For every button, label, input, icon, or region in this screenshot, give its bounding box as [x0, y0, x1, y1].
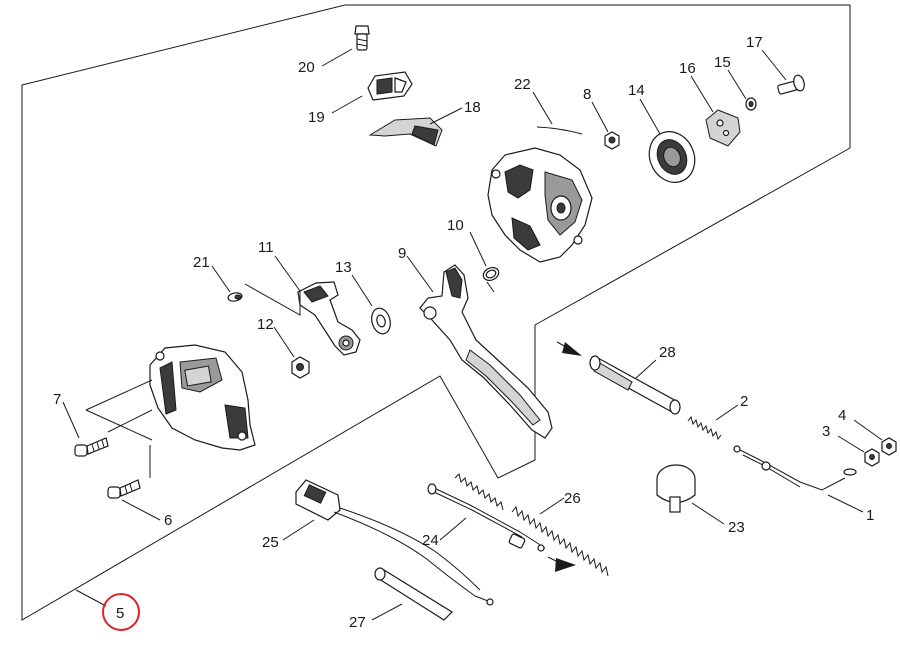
callout-22: 22	[514, 76, 531, 93]
part-upper-housing[interactable]	[487, 147, 593, 263]
part-plate-18[interactable]	[368, 117, 443, 147]
leader-27	[371, 603, 403, 621]
leader-8	[591, 101, 609, 133]
part-cable-1[interactable]	[733, 445, 857, 491]
part-lever-11[interactable]	[297, 281, 361, 356]
arrow-indicator-26	[547, 556, 576, 572]
callout-18: 18	[464, 99, 481, 116]
part-rod-27[interactable]	[374, 567, 453, 621]
part-ratchet-14[interactable]	[641, 124, 703, 190]
leader-22	[532, 91, 553, 125]
callout-5: 5	[116, 605, 124, 622]
part-bolt-17[interactable]	[777, 74, 806, 95]
part-screw-6[interactable]	[107, 479, 141, 499]
leader-3	[837, 435, 865, 453]
callout-4: 4	[838, 407, 846, 424]
callout-28: 28	[659, 344, 676, 361]
callout-25: 25	[262, 534, 279, 551]
part-spring-10[interactable]	[481, 265, 501, 293]
leader-13	[351, 274, 373, 307]
leader-15	[727, 69, 747, 100]
callout-8: 8	[583, 86, 591, 103]
leader-12	[273, 326, 295, 358]
part-lever-9[interactable]	[419, 264, 553, 439]
leader-19	[331, 95, 363, 114]
callout-12: 12	[257, 316, 274, 333]
callout-6: 6	[164, 512, 172, 529]
part-nut-12[interactable]	[291, 356, 310, 379]
callout-24: 24	[422, 532, 439, 549]
callout-23: 23	[728, 519, 745, 536]
part-plate-16[interactable]	[705, 109, 741, 147]
callout-7: 7	[53, 391, 61, 408]
leader-11	[274, 255, 301, 292]
callout-17: 17	[746, 34, 763, 51]
assembly-boundary	[21, 4, 851, 621]
leader-26	[539, 497, 565, 515]
leader-24	[439, 517, 467, 541]
part-coil-upper[interactable]	[454, 473, 504, 511]
leader-1	[827, 494, 864, 513]
callout-11: 11	[258, 239, 274, 256]
leader-16	[690, 75, 714, 113]
leader-23	[691, 502, 725, 525]
arrow-indicator-28	[556, 341, 582, 356]
leader-6	[121, 499, 161, 521]
part-pin-21[interactable]	[227, 292, 243, 302]
part-screw-20[interactable]	[354, 25, 370, 51]
part-washer-13[interactable]	[369, 306, 393, 336]
leader-17	[761, 49, 787, 81]
leader-5	[75, 589, 107, 607]
callout-9: 9	[398, 245, 406, 262]
part-nut-4[interactable]	[881, 437, 897, 456]
callout-20: 20	[298, 59, 315, 76]
part-spring-wire-22[interactable]	[536, 126, 583, 135]
leader-7	[62, 401, 80, 439]
part-lower-housing[interactable]	[149, 344, 256, 451]
callout-2: 2	[740, 393, 748, 410]
callout-14: 14	[628, 82, 645, 99]
leader-2	[715, 404, 739, 421]
leader-4	[853, 419, 883, 441]
part-switch-25[interactable]	[295, 479, 494, 606]
callout-19: 19	[308, 109, 325, 126]
callout-15: 15	[714, 54, 731, 71]
leader-20	[321, 48, 353, 67]
part-cable-24[interactable]	[427, 483, 546, 552]
callout-26: 26	[564, 490, 581, 507]
part-screw-7[interactable]	[74, 437, 109, 457]
part-clip-19[interactable]	[367, 71, 413, 101]
part-nut-3[interactable]	[864, 448, 880, 467]
part-tube-28[interactable]	[589, 355, 681, 415]
leader-9	[406, 255, 434, 293]
leader-18	[429, 107, 463, 125]
leader-28	[635, 359, 657, 379]
leader-21	[211, 265, 231, 293]
part-washer-15[interactable]	[745, 97, 757, 111]
callout-3: 3	[822, 423, 830, 440]
part-clamp-23[interactable]	[656, 464, 696, 513]
leader-25	[282, 519, 315, 541]
leader-7-bracket	[85, 379, 153, 441]
leader-10	[469, 231, 487, 267]
leader-11-branch	[244, 283, 301, 316]
callout-21: 21	[193, 254, 210, 271]
callout-13: 13	[335, 259, 352, 276]
callout-27: 27	[349, 614, 366, 631]
leader-14	[639, 98, 661, 135]
callout-1: 1	[866, 507, 874, 524]
part-nut-8[interactable]	[604, 131, 620, 150]
callout-10: 10	[447, 217, 464, 234]
callout-16: 16	[679, 60, 696, 77]
part-coil-26[interactable]	[511, 505, 609, 577]
part-spring-2[interactable]	[687, 415, 722, 441]
callout-5-highlight-ring	[102, 593, 140, 631]
